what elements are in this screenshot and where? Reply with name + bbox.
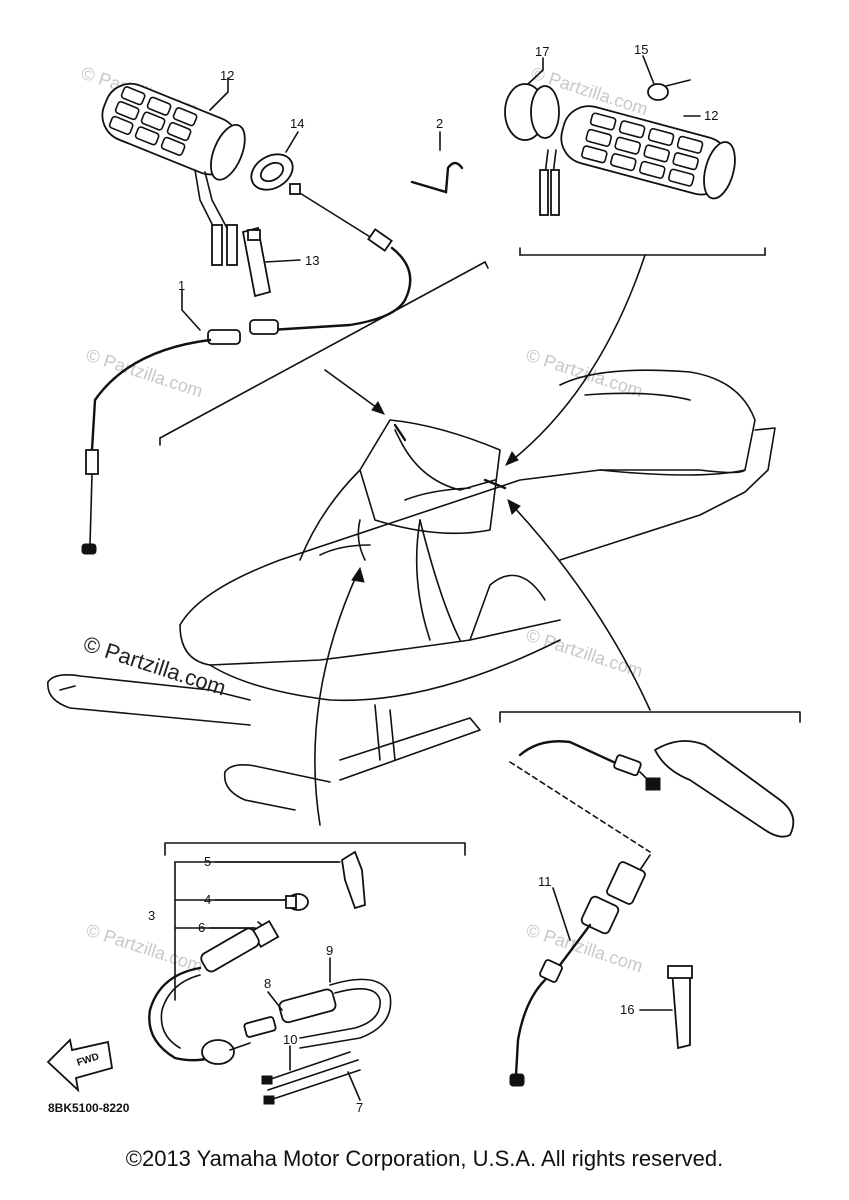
clip-hook	[410, 161, 464, 194]
callout-2: 2	[436, 116, 443, 131]
callout-9: 9	[326, 943, 333, 958]
plunger	[243, 988, 337, 1038]
copyright-notice: ©2013 Yamaha Motor Corporation, U.S.A. A…	[125, 1146, 724, 1171]
watermark-primary: © Partzilla.com	[80, 631, 229, 701]
handlebar-grip-left	[101, 82, 246, 181]
throttle-cable	[81, 183, 412, 555]
arrow-lower-left	[314, 571, 359, 826]
callout-11: 11	[538, 874, 552, 889]
choke-knob	[285, 893, 309, 911]
callout-12-right: 12	[704, 108, 718, 123]
right-grip-group	[504, 79, 766, 466]
handlebar-grip-right	[560, 105, 736, 200]
callout-4: 4	[204, 892, 211, 907]
watermark-faint: © Partzilla.com	[84, 345, 206, 402]
callout-6: 6	[198, 920, 205, 935]
fwd-arrow-icon: FWD	[46, 1038, 114, 1093]
faint-watermarks: © Partzilla.com © Partzilla.com © Partzi…	[79, 63, 651, 977]
cable-tie-right	[667, 965, 693, 1050]
snowmobile-body	[47, 369, 776, 811]
left-grip-group	[81, 82, 489, 555]
cable-tie	[241, 226, 272, 298]
lower-right-group	[499, 711, 801, 1087]
parts-diagram: © Partzilla.com © Partzilla.com © Partzi…	[46, 42, 801, 1115]
grip-sleeve	[504, 83, 560, 141]
callout-labels: 12 14 2 13 1 17 15 12 5 4 3 6 9 8 10 7 1…	[148, 42, 718, 1115]
brake-lever	[653, 740, 795, 838]
collar-ring	[250, 153, 294, 191]
callout-13: 13	[305, 253, 319, 268]
callout-16: 16	[620, 1002, 634, 1017]
watermark-faint: © Partzilla.com	[524, 625, 646, 682]
arrow-lower-right	[511, 504, 651, 711]
brake-cable	[509, 854, 651, 1087]
callout-leaders	[181, 55, 701, 1101]
callout-5: 5	[204, 854, 211, 869]
bolt	[647, 79, 691, 101]
callout-7: 7	[356, 1100, 363, 1115]
callout-1: 1	[178, 278, 185, 293]
callout-3: 3	[148, 908, 155, 923]
choke-switch	[200, 919, 280, 973]
callout-17: 17	[535, 44, 549, 59]
callout-15: 15	[634, 42, 648, 57]
callout-8: 8	[264, 976, 271, 991]
callout-12-left: 12	[220, 68, 234, 83]
choke-lever	[341, 850, 366, 910]
callout-14: 14	[290, 116, 304, 131]
diagram-code: 8BK5100-8220	[48, 1101, 130, 1115]
callout-10: 10	[283, 1032, 297, 1047]
